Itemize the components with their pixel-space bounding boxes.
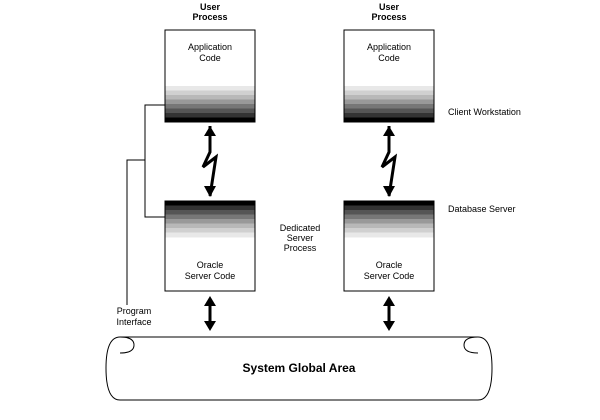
right-network-arrow bbox=[380, 126, 398, 197]
gradient-band bbox=[165, 232, 255, 238]
right-server-gradient bbox=[344, 201, 434, 238]
gradient-band bbox=[165, 90, 255, 96]
left-server-gradient bbox=[165, 201, 255, 238]
gradient-band bbox=[165, 214, 255, 220]
program-label: Program bbox=[117, 306, 152, 316]
gradient-band bbox=[344, 95, 434, 100]
server-label: Server bbox=[287, 233, 314, 243]
left-process-label: Process bbox=[192, 12, 227, 22]
gradient-band bbox=[165, 117, 255, 123]
left-app-gradient bbox=[165, 86, 255, 123]
gradient-band bbox=[344, 104, 434, 109]
process-label: Process bbox=[284, 243, 317, 253]
dedicated-label: Dedicated bbox=[280, 223, 321, 233]
gradient-band bbox=[165, 104, 255, 109]
right-app-gradient bbox=[344, 86, 434, 123]
left-server-text-2: Server Code bbox=[185, 271, 236, 281]
right-app-text-1: Application bbox=[367, 42, 411, 52]
right-server-text-1: Oracle bbox=[376, 260, 403, 270]
left-server-text-1: Oracle bbox=[197, 260, 224, 270]
right-app-text-2: Code bbox=[378, 53, 400, 63]
left-application-box-border bbox=[164, 29, 256, 123]
right-process-label: Process bbox=[371, 12, 406, 22]
gradient-band bbox=[165, 205, 255, 211]
gradient-band bbox=[344, 232, 434, 238]
gradient-band bbox=[165, 228, 255, 233]
gradient-band bbox=[344, 210, 434, 215]
gradient-band bbox=[344, 99, 434, 105]
left-network-arrow bbox=[201, 126, 219, 197]
gradient-band bbox=[165, 86, 255, 91]
left-app-text-2: Code bbox=[199, 53, 221, 63]
gradient-band bbox=[165, 223, 255, 229]
right-user-label: User bbox=[379, 2, 400, 12]
gradient-band bbox=[344, 214, 434, 220]
gradient-band bbox=[344, 113, 434, 118]
right-sga-arrow bbox=[383, 296, 395, 331]
gradient-band bbox=[344, 205, 434, 211]
gradient-band bbox=[165, 99, 255, 105]
right-server-text-2: Server Code bbox=[364, 271, 415, 281]
gradient-band bbox=[165, 95, 255, 100]
gradient-band bbox=[344, 228, 434, 233]
gradient-band bbox=[344, 117, 434, 123]
database-server-label: Database Server bbox=[448, 204, 516, 214]
gradient-band bbox=[344, 219, 434, 224]
client-workstation-label: Client Workstation bbox=[448, 107, 521, 117]
system-global-area bbox=[105, 336, 493, 401]
gradient-band bbox=[344, 86, 434, 91]
interface-label: Interface bbox=[116, 317, 151, 327]
left-sga-arrow bbox=[204, 296, 216, 331]
gradient-band bbox=[344, 201, 434, 206]
left-user-label: User bbox=[200, 2, 221, 12]
gradient-band bbox=[165, 113, 255, 118]
left-oracle-box-border bbox=[164, 200, 256, 292]
left-app-text-1: Application bbox=[188, 42, 232, 52]
gradient-band bbox=[344, 90, 434, 96]
gradient-band bbox=[165, 219, 255, 224]
gradient-band bbox=[344, 223, 434, 229]
program-interface-bracket bbox=[126, 104, 165, 305]
sga-label: System Global Area bbox=[243, 361, 356, 375]
right-oracle-box-border bbox=[343, 200, 435, 292]
gradient-band bbox=[165, 108, 255, 114]
gradient-band bbox=[165, 210, 255, 215]
gradient-band bbox=[165, 201, 255, 206]
gradient-band bbox=[344, 108, 434, 114]
right-application-box-border bbox=[343, 29, 435, 123]
